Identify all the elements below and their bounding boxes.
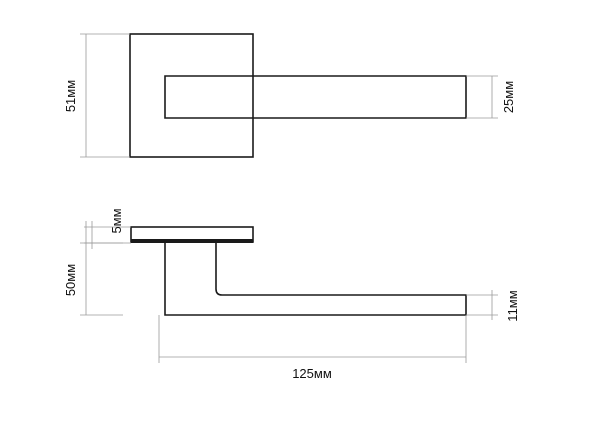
square-rose-outline <box>129 33 254 158</box>
rose-height-label: 51мм <box>63 80 78 112</box>
lever-width-dimension: 25мм <box>466 75 516 119</box>
total-height-dimension: 50мм <box>63 221 123 316</box>
lever-length-label: 125мм <box>292 366 332 381</box>
lever-thickness-label: 11мм <box>505 290 520 321</box>
lever-side-outline <box>164 243 467 316</box>
lever-length-dimension: 125мм <box>158 315 467 381</box>
lever-width-label: 25мм <box>501 81 516 113</box>
lever-neck-outline <box>164 75 253 119</box>
rose-height-dimension: 51мм <box>63 33 130 158</box>
rose-thickness-label: 5мм <box>109 208 124 233</box>
top-view <box>129 33 467 158</box>
total-height-label: 50мм <box>63 264 78 296</box>
rose-plate-base <box>131 239 253 243</box>
lever-thickness-dimension: 11мм <box>466 290 520 322</box>
lever-top-outline <box>253 75 467 119</box>
side-view <box>130 226 467 316</box>
